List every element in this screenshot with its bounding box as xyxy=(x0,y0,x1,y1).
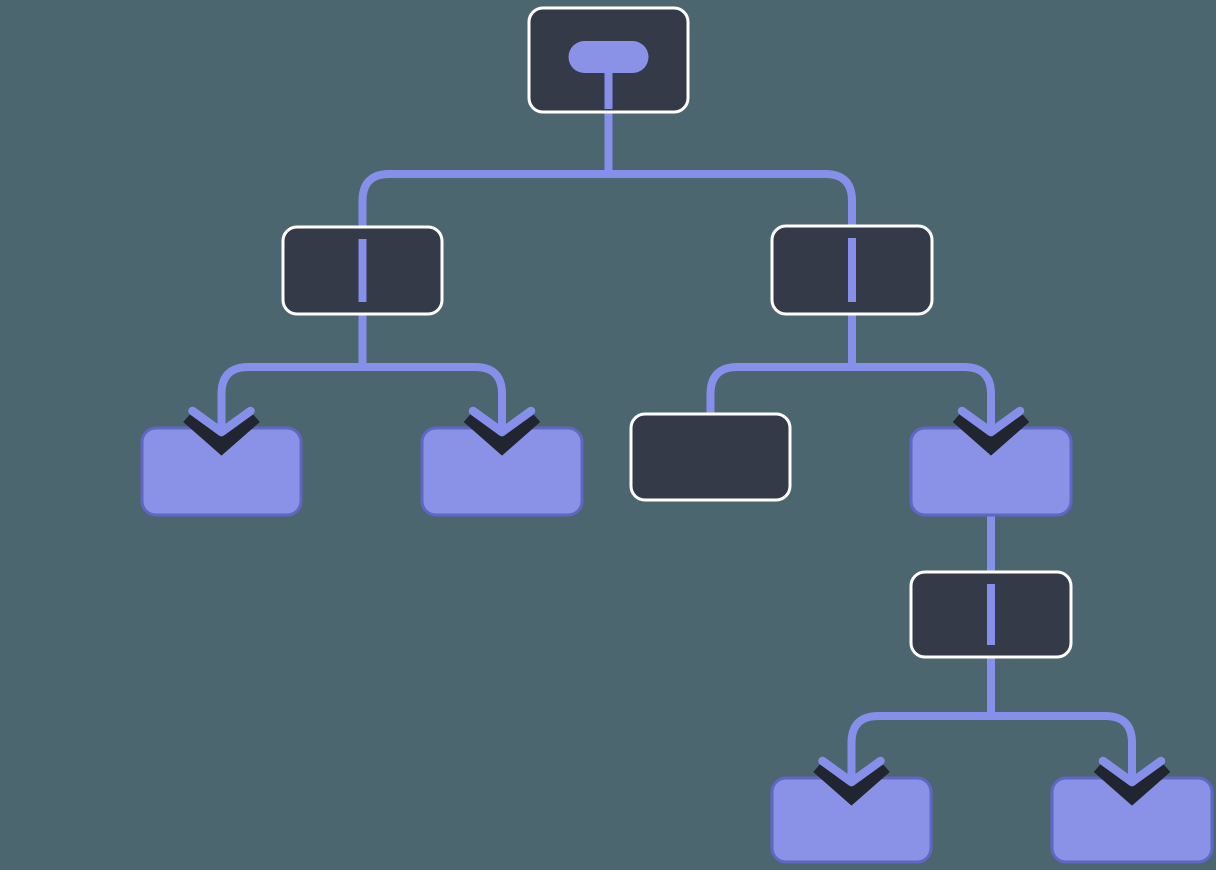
connector-edge-2 xyxy=(706,363,995,420)
chevron-shadow-icon xyxy=(183,409,260,456)
arrowheads xyxy=(183,396,1171,806)
chevron-shadow-icon xyxy=(813,759,890,806)
connector-edge-0 xyxy=(358,170,856,233)
connector-edge-4 xyxy=(847,712,1136,758)
chevron-down-icon xyxy=(188,406,255,437)
diagram-nodes xyxy=(140,6,1214,864)
chevron-down-icon xyxy=(1098,756,1166,787)
chevron-down-icon xyxy=(957,406,1025,437)
root-pill-icon xyxy=(568,41,649,73)
connector-edges xyxy=(217,110,1136,758)
chevron-shadow-icon xyxy=(952,409,1030,456)
chevron-down-icon xyxy=(468,406,536,437)
connector-edge-1 xyxy=(217,363,506,408)
chevron-down-icon xyxy=(818,756,885,787)
node-glyphs xyxy=(358,41,995,645)
chevron-shadow-icon xyxy=(463,409,541,456)
plain-dark-node xyxy=(629,412,792,502)
chevron-shadow-icon xyxy=(1093,759,1171,806)
